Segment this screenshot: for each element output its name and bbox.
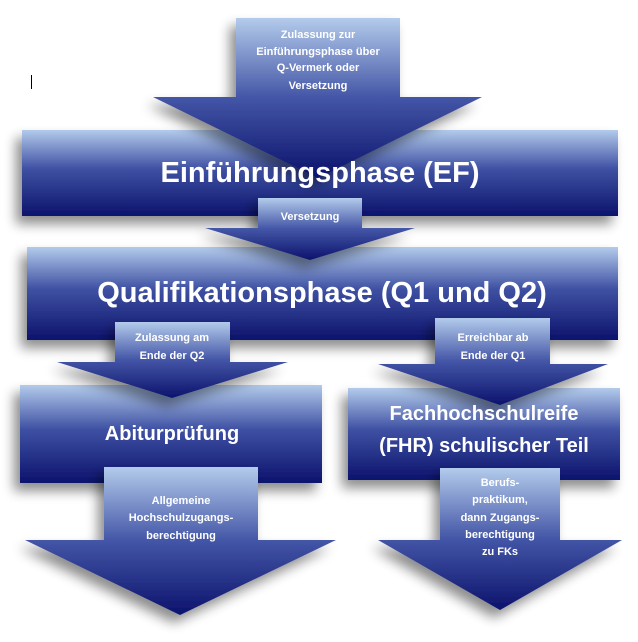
box-fachhochschulreife bbox=[348, 388, 620, 480]
internship-line2: praktikum, bbox=[472, 494, 528, 506]
title-qualifikationsphase: Qualifikationsphase (Q1 und Q2) bbox=[97, 277, 547, 309]
internship-line5: zu FKs bbox=[482, 546, 518, 558]
arrow-down-internship bbox=[378, 468, 622, 610]
internship-line4: berechtigung bbox=[465, 529, 535, 541]
general-line2: Hochschulzugangs- bbox=[129, 512, 234, 524]
title-einfuehrungsphase: Einführungsphase (EF) bbox=[161, 157, 480, 189]
arrow-down-general-qualification bbox=[25, 467, 336, 615]
text-cursor bbox=[31, 75, 32, 89]
entry-label-line4: Versetzung bbox=[289, 80, 348, 92]
internship-line1: Berufs- bbox=[481, 477, 520, 489]
internship-line3: dann Zugangs- bbox=[461, 512, 540, 524]
title-abiturpruefung: Abiturprüfung bbox=[105, 423, 239, 445]
arrow-down-reachable-q1 bbox=[378, 318, 608, 405]
title-fhr-line1: Fachhochschulreife bbox=[390, 403, 579, 425]
general-line3: berechtigung bbox=[146, 530, 216, 542]
admission-q2-line2: Ende der Q2 bbox=[140, 350, 205, 362]
entry-label-line2: Einführungsphase über bbox=[256, 46, 380, 58]
box-abiturpruefung bbox=[20, 385, 322, 483]
reachable-q1-line1: Erreichbar ab bbox=[458, 332, 529, 344]
entry-label-line3: Q-Vermerk oder bbox=[277, 62, 360, 74]
arrow-down-entry bbox=[153, 18, 482, 178]
reachable-q1-line2: Ende der Q1 bbox=[461, 350, 526, 362]
arrow-down-promotion bbox=[205, 198, 415, 260]
title-fhr-line2: (FHR) schulischer Teil bbox=[379, 435, 589, 457]
arrow-down-admission-q2 bbox=[57, 322, 288, 398]
general-line1: Allgemeine bbox=[152, 495, 211, 507]
promotion-label: Versetzung bbox=[281, 211, 340, 223]
admission-q2-line1: Zulassung am bbox=[135, 332, 209, 344]
entry-label-line1: Zulassung zur bbox=[281, 29, 356, 41]
